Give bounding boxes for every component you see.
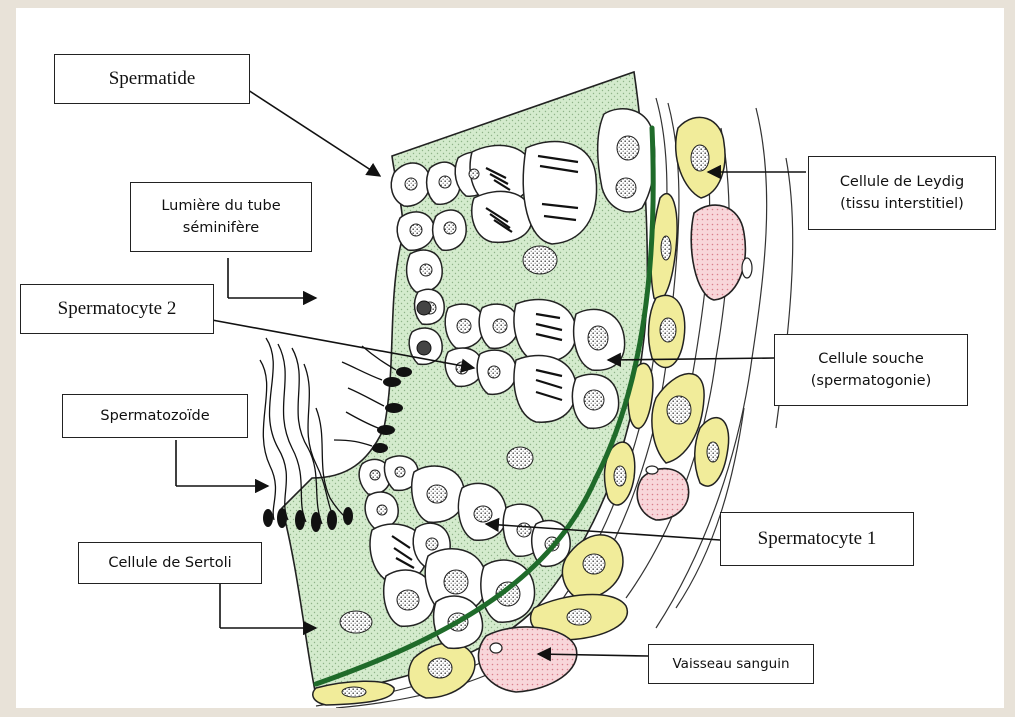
label-souche-line2: (spermatogonie) [811,370,931,392]
label-lumiere-line2: séminifère [183,217,259,239]
label-spermatocyte-1: Spermatocyte 1 [720,512,914,566]
diagram-canvas: Spermatide Lumière du tube séminifère Sp… [16,8,1004,708]
label-cellule-souche: Cellule souche (spermatogonie) [774,334,968,406]
label-leydig-line1: Cellule de Leydig [840,171,964,193]
label-souche-line1: Cellule souche [818,348,924,370]
label-lumiere-tube: Lumière du tube séminifère [130,182,312,252]
label-spermatide: Spermatide [54,54,250,104]
label-lumiere-line1: Lumière du tube [161,195,280,217]
label-sertoli: Cellule de Sertoli [78,542,262,584]
label-spermatozoide: Spermatozoïde [62,394,248,438]
label-vaisseau: Vaisseau sanguin [648,644,814,684]
label-leydig-line2: (tissu interstitiel) [840,193,964,215]
label-leydig: Cellule de Leydig (tissu interstitiel) [808,156,996,230]
label-spermatocyte-2: Spermatocyte 2 [20,284,214,334]
